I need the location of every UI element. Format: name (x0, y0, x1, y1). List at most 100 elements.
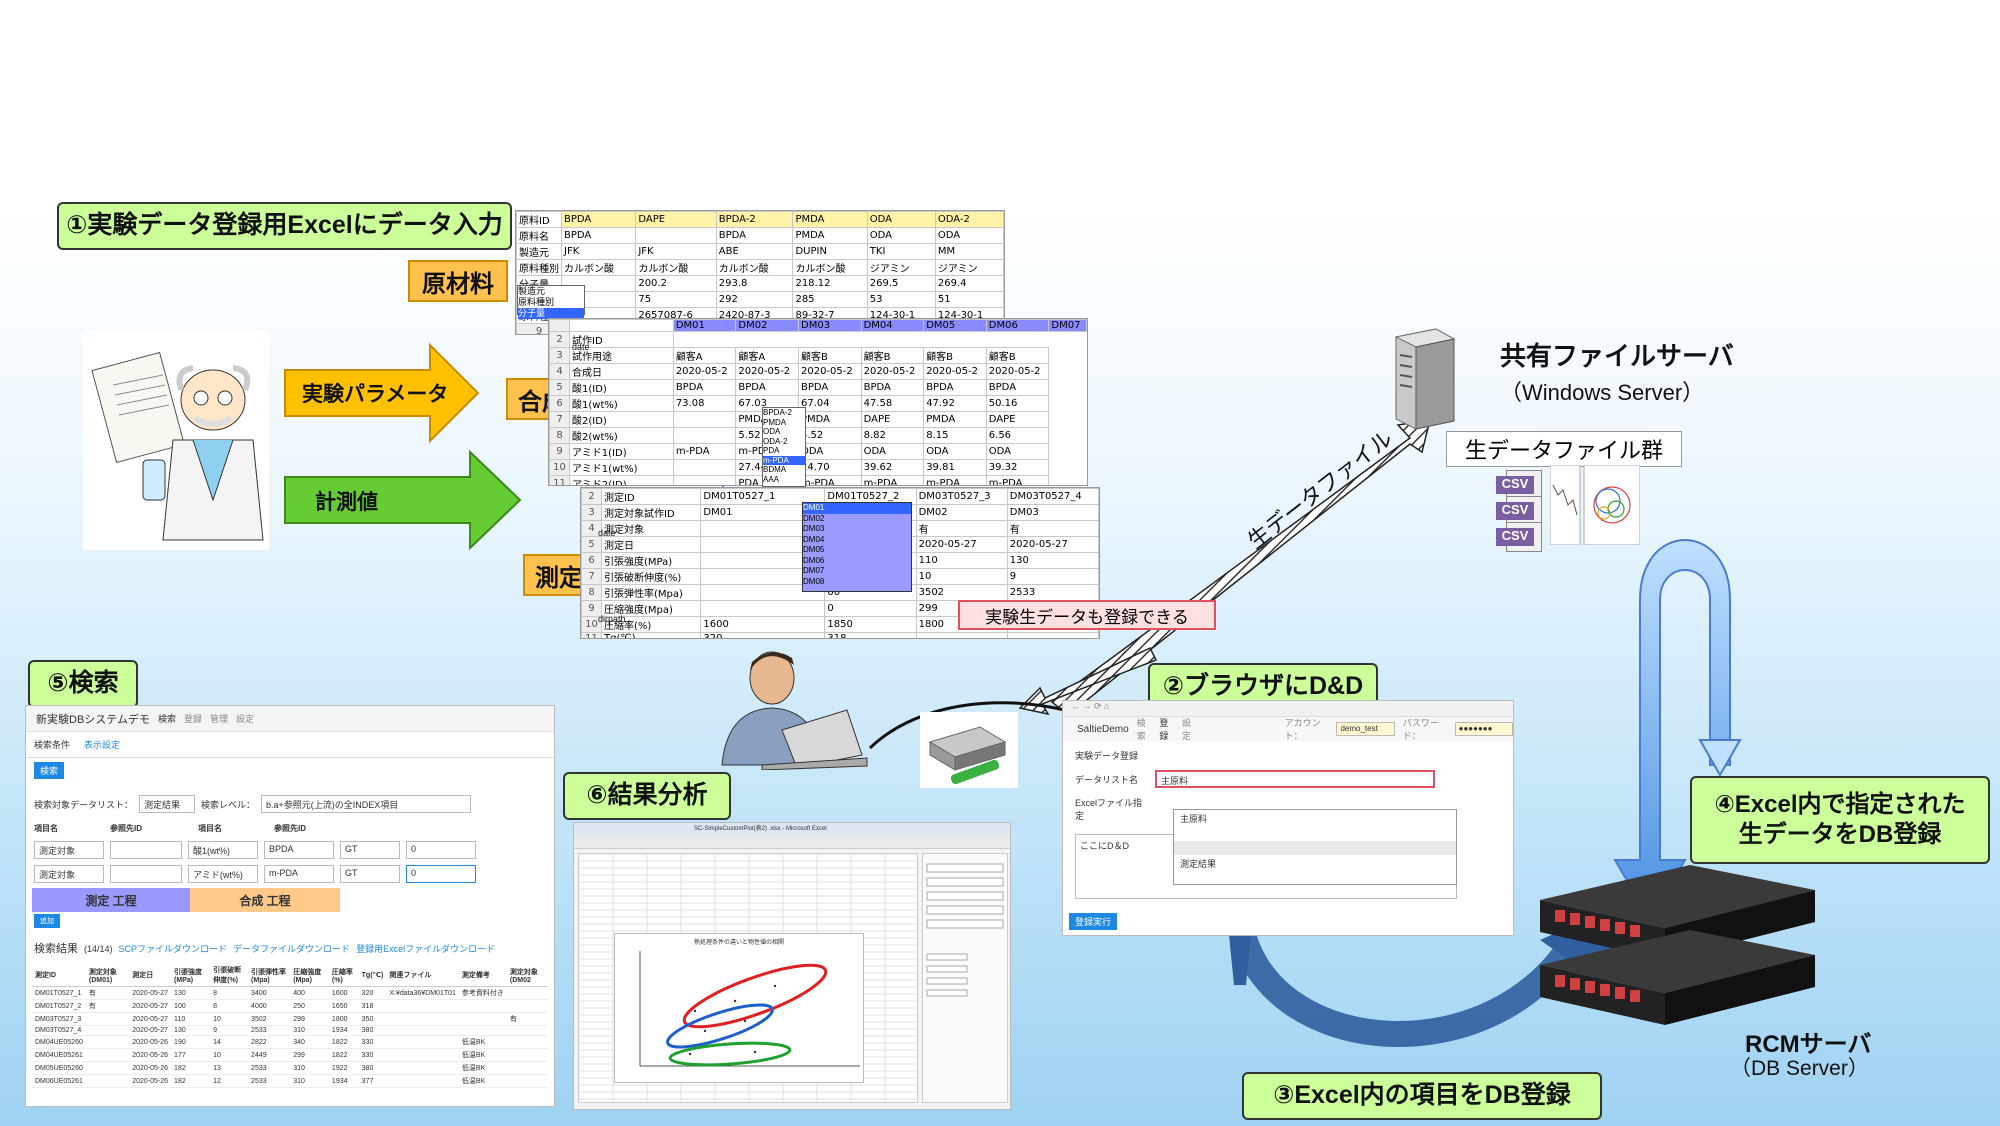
result-column-header[interactable]: Tg(℃) (358, 964, 387, 987)
sheet-cell[interactable]: ODA (860, 443, 925, 460)
sheet-cell[interactable]: 67.04 (798, 395, 862, 412)
sheet-cell[interactable]: 318 (824, 632, 917, 638)
row-number[interactable]: 2 (581, 488, 602, 505)
result-column-header[interactable]: 測定備考 (458, 964, 507, 987)
sheet-cell[interactable]: DAPE (860, 411, 925, 428)
column-header[interactable]: DM07 (1048, 319, 1087, 332)
sheet-cell[interactable]: 320 (700, 632, 826, 638)
column-header[interactable]: DM01 (672, 319, 737, 332)
result-column-header[interactable]: 圧縮率(%) (328, 964, 359, 987)
row-label[interactable]: 酸1(ID) (569, 379, 674, 396)
row-label[interactable]: 引張強度(MPa) (600, 552, 702, 569)
register-submit-button[interactable]: 登録実行 (1069, 913, 1118, 930)
row-number[interactable]: 10 (581, 616, 602, 633)
sheet-cell[interactable]: カルボン酸 (792, 259, 868, 276)
sheet-cell[interactable]: BPDA (735, 379, 799, 396)
sheet-cell[interactable]: DM03T0527_4 (1006, 488, 1099, 505)
sheet-cell[interactable]: 51 (934, 291, 1004, 308)
option-measurement[interactable]: 測定結果 (1180, 859, 1217, 869)
sheet-cell[interactable] (635, 227, 717, 244)
row-number[interactable]: 5 (549, 379, 570, 396)
nav-search[interactable]: 検索 (157, 714, 176, 724)
sheet-cell[interactable]: ODA (923, 443, 987, 460)
row-label[interactable]: 測定日 (600, 536, 702, 553)
condition-item2[interactable]: アミド(wt%) (188, 865, 258, 883)
sheet-cell[interactable]: 39.81 (923, 459, 987, 476)
result-column-header[interactable]: 測定日 (129, 964, 172, 987)
sheet-cell[interactable]: TKI (866, 243, 936, 260)
condition-val[interactable]: 0 (406, 865, 476, 883)
sheet-cell[interactable]: 顧客B (860, 347, 925, 364)
account-input[interactable]: demo_test (1336, 722, 1395, 736)
sheet-cell[interactable]: 2020-05-2 (672, 363, 737, 380)
row-label[interactable]: 測定対象 (600, 520, 702, 537)
dropdown-option[interactable]: 原料種別 (518, 297, 555, 307)
row-label[interactable]: Tg(℃) (600, 632, 702, 638)
password-input[interactable]: ●●●●●●● (1454, 722, 1513, 736)
sheet-cell[interactable]: カルボン酸 (560, 259, 637, 276)
sheet-cell[interactable]: ODA (985, 443, 1050, 460)
sheet-cell[interactable]: DUPIN (792, 243, 868, 260)
row-label[interactable]: 測定対象試作ID (600, 504, 702, 521)
sheet-cell[interactable] (1006, 632, 1099, 638)
browser-nav-register[interactable]: 登録 (1159, 718, 1169, 741)
row-number[interactable]: 7 (581, 568, 602, 585)
sheet-cell[interactable]: 2020-05-2 (735, 363, 799, 380)
sheet-cell[interactable]: BPDA (715, 227, 794, 244)
sheet-cell[interactable]: 0 (824, 600, 917, 617)
sheet-cell[interactable]: 9 (1006, 568, 1099, 585)
sheet-cell[interactable]: 293.8 (715, 275, 794, 292)
row-label[interactable]: 酸2(ID) (569, 411, 674, 428)
sheet-cell[interactable]: ABE (715, 243, 794, 260)
sheet-cell[interactable]: m-PDA (985, 475, 1050, 485)
dropdown-option[interactable]: 分子量 (518, 308, 584, 319)
sheet-cell[interactable]: 73.08 (672, 395, 737, 412)
nav-manage[interactable]: 管理 (209, 714, 228, 724)
result-column-header[interactable]: 測定対象(DM02 (506, 964, 548, 987)
sheet-cell[interactable]: 2020-05-27 (1006, 536, 1099, 553)
sheet-cell[interactable]: BPDA (860, 379, 925, 396)
sheet-cell[interactable]: 顧客B (985, 347, 1050, 364)
sheet-cell[interactable]: 1600 (700, 616, 826, 633)
sheet-cell[interactable]: DAPE (985, 411, 1050, 428)
row-label[interactable]: アミド1(wt%) (569, 459, 674, 476)
dropdown-option[interactable]: BPDA-2 (763, 408, 792, 417)
data-download-link[interactable]: データファイルダウンロード (233, 944, 351, 954)
dropdown-option[interactable]: ODA (763, 427, 781, 436)
sheet-cell[interactable]: m-PDA (672, 443, 737, 460)
condition-val[interactable]: 0 (406, 841, 476, 859)
sheet-cell[interactable]: 39.32 (985, 459, 1050, 476)
result-column-header[interactable]: 測定対象(DM01) (85, 964, 130, 987)
scp-download-link[interactable]: SCPファイルダウンロード (118, 944, 228, 954)
sheet-cell[interactable]: 顧客A (735, 347, 799, 364)
condition-ref[interactable] (110, 841, 182, 859)
sheet-cell[interactable]: BPDA (672, 379, 737, 396)
column-header[interactable]: DM02 (735, 319, 799, 332)
target-select[interactable]: 測定結果 (139, 795, 196, 813)
row-number[interactable]: 3 (549, 347, 570, 364)
sheet-cell[interactable]: PMDA (798, 411, 862, 428)
condition-item[interactable]: 測定対象 (34, 865, 104, 883)
row-number[interactable]: 6 (581, 552, 602, 569)
sheet-cell[interactable]: PMDA (792, 227, 868, 244)
sheet-cell[interactable]: 24.70 (798, 459, 862, 476)
sheet-cell[interactable]: JFK (560, 243, 637, 260)
condition-item[interactable]: 測定対象 (34, 841, 104, 859)
sheet-cell[interactable]: PMDA (792, 211, 868, 228)
excel-download-link[interactable]: 登録用Excelファイルダウンロード (356, 944, 496, 954)
option-2[interactable] (1174, 827, 1456, 841)
browser-nav-search[interactable]: 検索 (1136, 718, 1146, 741)
sheet-cell[interactable]: 47.92 (923, 395, 987, 412)
sheet-cell[interactable]: 39.62 (860, 459, 925, 476)
sheet-cell[interactable]: 2020-05-2 (985, 363, 1050, 380)
sheet-cell[interactable]: BPDA-2 (715, 211, 794, 228)
sheet-cell[interactable]: 2020-05-2 (923, 363, 987, 380)
sheet-cell[interactable]: 50.16 (985, 395, 1050, 412)
row-label[interactable]: 測定ID (600, 488, 702, 505)
sheet-cell[interactable]: 有 (1006, 520, 1099, 537)
sheet-cell[interactable]: 5.52 (798, 427, 862, 444)
